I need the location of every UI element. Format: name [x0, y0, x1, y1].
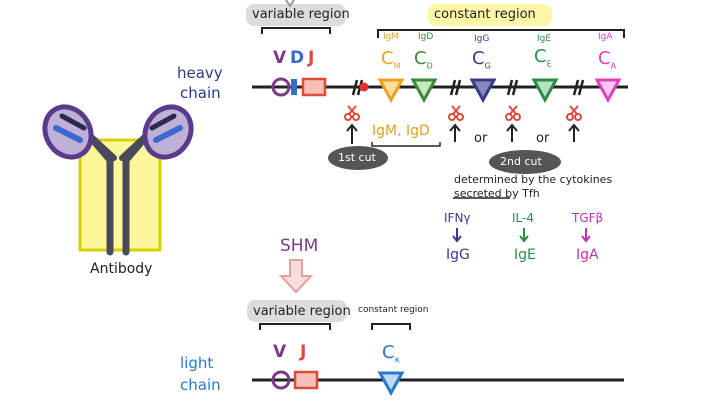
light-variable-region-bracket: [259, 323, 331, 330]
light-constant-region-bracket: [371, 323, 411, 330]
light-j-label: J: [300, 342, 307, 362]
light-v-segment: [271, 370, 291, 390]
heavy-v-label: V: [273, 48, 287, 68]
igg-constant-triangle: [469, 78, 497, 104]
heavy-d-label: D: [290, 48, 305, 68]
light-c-symbol: Cκ: [382, 342, 400, 366]
cytokine-note-line1: determined by the cytokines: [454, 173, 613, 186]
cytokine-note-line2: secreted by Tfh: [454, 187, 540, 200]
iga-iso-label: IgA: [598, 32, 613, 42]
heavy-chain-breaks: [351, 79, 585, 96]
result-ige: IgE: [514, 247, 536, 263]
heavy-d-segment: [291, 79, 297, 95]
heavy-constant-region-label: constant region: [434, 7, 536, 22]
igg-c-symbol: CG: [472, 48, 491, 71]
light-constant-triangle: [377, 371, 405, 397]
ige-iso-label: IgE: [537, 34, 552, 44]
heavy-j-segment: [301, 77, 327, 97]
ige-constant-triangle: [531, 78, 559, 104]
shm-arrow-top-fragment: [285, 0, 295, 8]
result-igg: IgG: [446, 247, 470, 263]
or-label-1: or: [474, 131, 488, 146]
igm-c-symbol: CM: [381, 48, 401, 71]
scissors-icons: [344, 105, 582, 121]
igm-iso-label: IgM: [383, 32, 400, 42]
cut-arrows: [346, 123, 580, 144]
light-variable-region-highlight: [247, 300, 347, 322]
iga-c-symbol: CA: [598, 48, 617, 71]
heavy-chain-label-2: chain: [180, 84, 221, 102]
second-cut-bubble: [489, 150, 561, 174]
variable-region-bracket: [261, 27, 331, 34]
cytokine-arrows: [452, 228, 591, 243]
cytokine-ifng: IFNγ: [444, 211, 471, 225]
light-constant-region-label: constant region: [358, 305, 429, 315]
first-cut-label: 1st cut: [338, 151, 376, 164]
ige-c-symbol: CE: [534, 46, 552, 69]
constant-region-bracket: [377, 29, 625, 38]
antibody-label: Antibody: [90, 261, 153, 277]
light-chain-label-1: light: [180, 354, 214, 372]
light-v-label: V: [273, 342, 287, 362]
cytokine-tgfb: TGFβ: [572, 211, 604, 225]
first-cut-bubble: [328, 146, 388, 170]
igm-constant-triangle: [377, 78, 405, 104]
result-iga: IgA: [576, 247, 599, 263]
iga-constant-triangle: [594, 78, 622, 104]
heavy-chain-label-1: heavy: [177, 64, 223, 82]
igd-iso-label: IgD: [418, 32, 434, 42]
light-chain-label-2: chain: [180, 376, 221, 394]
shm-label: SHM: [280, 236, 319, 256]
igg-iso-label: IgG: [474, 34, 490, 44]
light-j-segment: [293, 370, 319, 390]
heavy-v-segment: [271, 77, 291, 97]
light-variable-region-label: variable region: [253, 304, 351, 319]
antibody-body-shape: [78, 138, 162, 252]
heavy-variable-region-label: variable region: [252, 7, 350, 22]
switch-region-dot: [359, 82, 369, 92]
igm-igd-label: IgM, IgD: [372, 123, 430, 139]
shm-arrow: [278, 259, 314, 294]
igd-constant-triangle: [410, 78, 438, 104]
heavy-j-label: J: [308, 48, 315, 68]
second-cut-label: 2nd cut: [500, 155, 542, 168]
cytokine-il4: IL-4: [512, 211, 534, 225]
igd-c-symbol: CD: [414, 48, 433, 71]
heavy-variable-region-highlight: [246, 4, 346, 26]
or-label-2: or: [536, 131, 550, 146]
heavy-constant-region-highlight: [428, 4, 552, 26]
antibody-drawing: [42, 104, 194, 256]
